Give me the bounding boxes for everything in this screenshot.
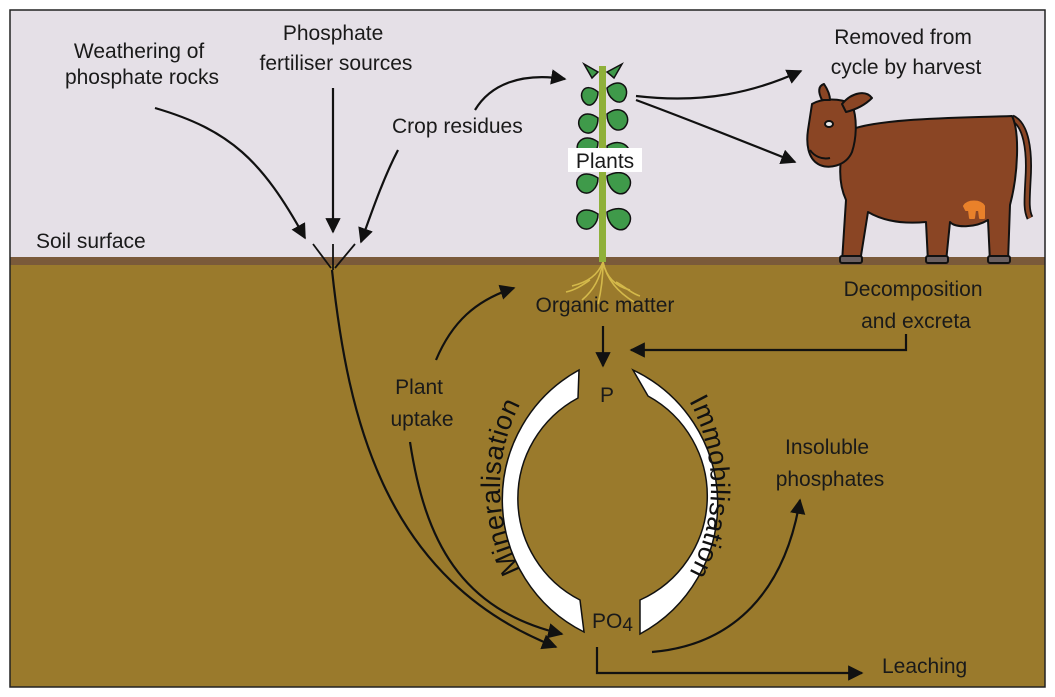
leaching-label: Leaching (882, 655, 967, 678)
crop-residues-label: Crop residues (392, 115, 523, 138)
p-label: P (600, 384, 614, 407)
soil-surface-line (10, 257, 1045, 265)
soil-surface-label: Soil surface (36, 230, 146, 253)
cow-eye (825, 121, 833, 127)
organic-matter-label: Organic matter (536, 294, 675, 317)
plants-label: Plants (576, 150, 634, 173)
